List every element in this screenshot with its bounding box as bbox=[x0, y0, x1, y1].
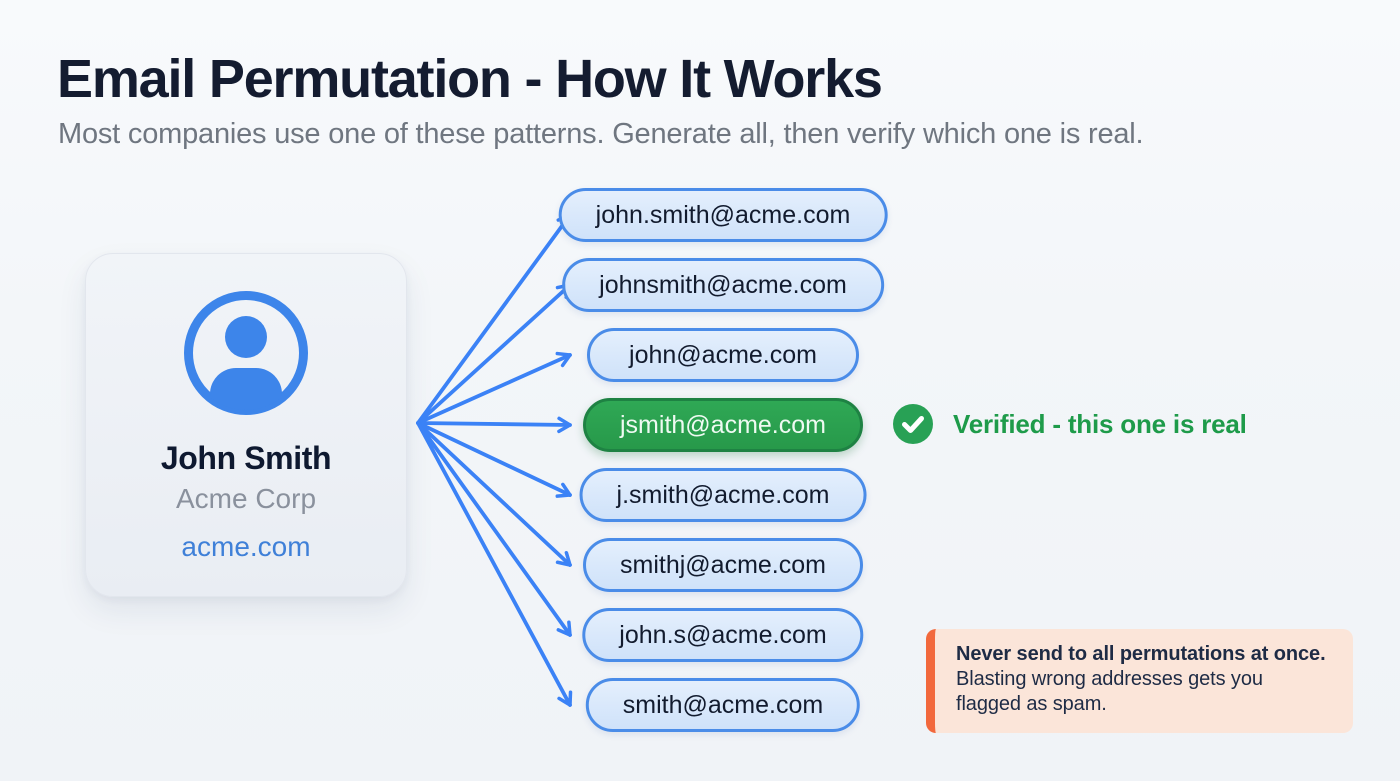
warning-text: Never send to all permutations at once. … bbox=[956, 642, 1331, 717]
person-company: Acme Corp bbox=[175, 483, 317, 514]
warning-text-bold: Never send to all permutations at once. bbox=[956, 643, 1326, 665]
email-pill: j.smith@acme.com bbox=[579, 468, 867, 522]
email-pill: smith@acme.com bbox=[585, 678, 861, 732]
email-pill: smithj@acme.com bbox=[583, 538, 863, 592]
email-pill: john.s@acme.com bbox=[582, 608, 864, 662]
email-pill: johnsmith@acme.com bbox=[562, 258, 884, 312]
page-subtitle: Most companies use one of these patterns… bbox=[58, 118, 1144, 150]
email-pill-verified: jsmith@acme.com bbox=[583, 398, 863, 452]
person-domain: acme.com bbox=[181, 531, 311, 562]
warning-note: Never send to all permutations at once. … bbox=[926, 629, 1353, 733]
check-circle-icon bbox=[893, 404, 933, 444]
email-pill: john.smith@acme.com bbox=[558, 188, 888, 242]
user-avatar-icon bbox=[184, 291, 308, 415]
warning-text-rest: Blasting wrong addresses gets you flagge… bbox=[956, 668, 1263, 715]
person-name: John Smith bbox=[160, 440, 332, 476]
person-card: John Smith Acme Corp acme.com bbox=[85, 253, 407, 597]
verified-label: Verified - this one is real bbox=[953, 408, 1247, 439]
verified-callout: Verified - this one is real bbox=[893, 404, 1247, 444]
email-pill: john@acme.com bbox=[587, 328, 859, 382]
page-title: Email Permutation - How It Works bbox=[57, 49, 883, 109]
